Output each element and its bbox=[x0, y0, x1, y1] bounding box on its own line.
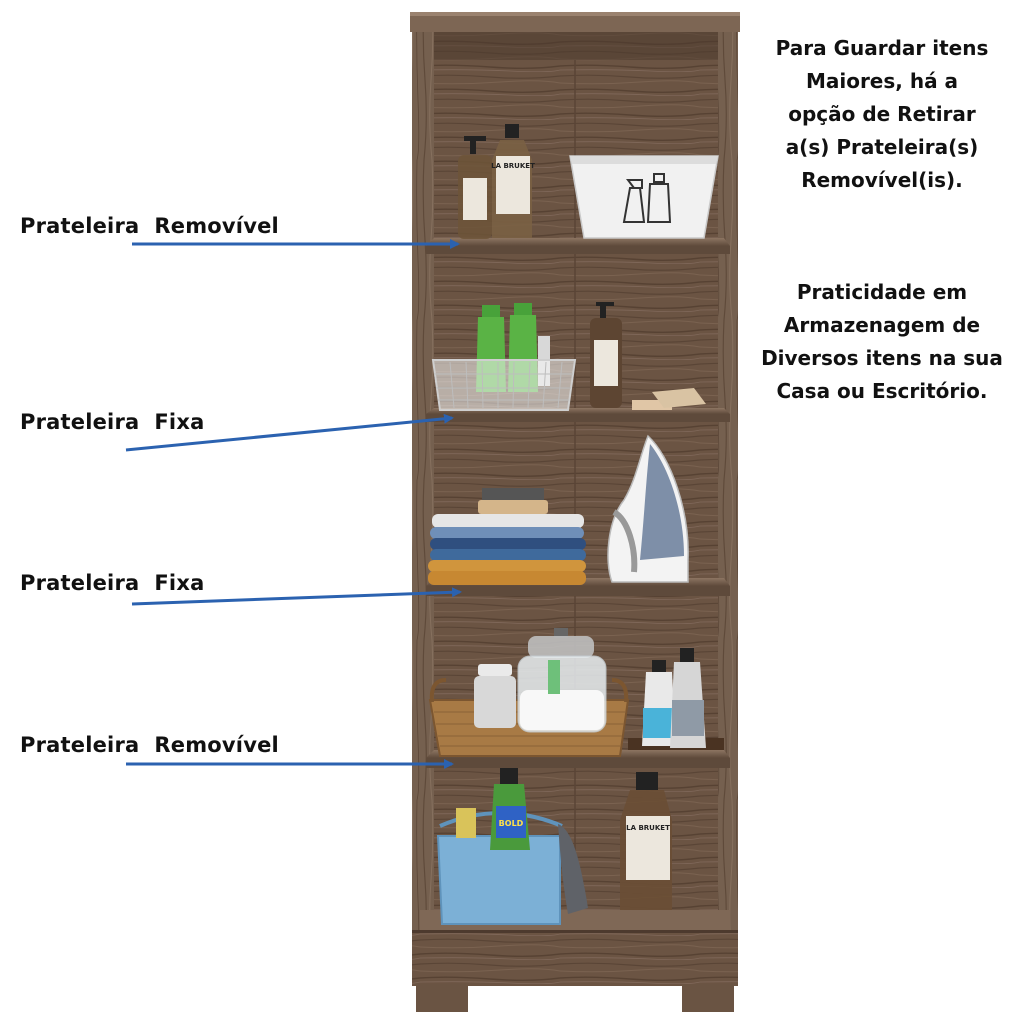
label-shelf-removable-bottom: Prateleira Removível bbox=[20, 733, 279, 757]
info-2-line-1: Praticidade em bbox=[796, 280, 968, 304]
small-jar bbox=[474, 664, 516, 728]
plinth bbox=[412, 930, 738, 986]
info-text-removable: Para Guardar itens Maiores, há a opção d… bbox=[742, 32, 1022, 197]
cleaning-cloth bbox=[558, 824, 588, 914]
blue-caddy bbox=[436, 808, 563, 925]
large-bottle-brand-text: LA BRUKET bbox=[626, 824, 670, 832]
info-1-line-5: Removível(is). bbox=[801, 168, 963, 192]
info-text-practicality: Praticidade em Armazenagem de Diversos i… bbox=[742, 276, 1022, 408]
tall-bottle: LA BRUKET bbox=[491, 124, 535, 238]
arrow-shelf-fixed-upper bbox=[125, 413, 454, 452]
spray-bottle-icon bbox=[622, 179, 646, 223]
label-shelf-removable-top: Prateleira Removível bbox=[20, 214, 279, 238]
top-inner-shadow bbox=[432, 30, 724, 60]
wire-basket bbox=[431, 359, 577, 411]
shelf-1 bbox=[426, 238, 730, 254]
shelf-3-items bbox=[428, 434, 689, 585]
label-shelf-fixed-lower: Prateleira Fixa bbox=[20, 571, 205, 595]
info-2-line-4: Casa ou Escritório. bbox=[776, 379, 988, 403]
folded-towels bbox=[428, 514, 586, 585]
info-1-line-3: opção de Retirar bbox=[788, 102, 976, 126]
right-side-panel bbox=[718, 14, 738, 986]
top-panel-edge bbox=[410, 12, 740, 16]
cleaning-bottles bbox=[642, 648, 706, 748]
clothes-iron bbox=[607, 434, 689, 583]
bottle-brand-text: LA BRUKET bbox=[491, 162, 535, 170]
shelf-2-items bbox=[431, 302, 706, 411]
info-1-line-2: Maiores, há a bbox=[805, 69, 959, 93]
soap-bars bbox=[632, 388, 706, 410]
pump-bottle bbox=[458, 136, 492, 239]
detergent-bottle: BOLD bbox=[490, 768, 530, 850]
glass-jar bbox=[517, 628, 607, 733]
plinth-edge bbox=[412, 930, 738, 933]
arrow-shelf-fixed-lower bbox=[131, 587, 462, 606]
detergent-brand-text: BOLD bbox=[499, 819, 524, 828]
info-2-line-3: Diversos itens na sua bbox=[761, 346, 1003, 370]
foot-left bbox=[416, 984, 468, 1012]
bottle-icon bbox=[646, 173, 672, 223]
info-1-line-4: a(s) Prateleira(s) bbox=[785, 135, 979, 159]
floor-items: BOLD LA BRUKET bbox=[436, 768, 672, 925]
pointer-arrows bbox=[125, 239, 462, 769]
top-panel bbox=[410, 12, 740, 32]
info-1-line-1: Para Guardar itens bbox=[775, 36, 989, 60]
large-amber-bottle: LA BRUKET bbox=[620, 772, 672, 910]
label-shelf-fixed-upper: Prateleira Fixa bbox=[20, 410, 205, 434]
shelf-4-items bbox=[428, 628, 724, 757]
scrub-brush bbox=[478, 488, 548, 514]
foot-right bbox=[682, 984, 734, 1012]
shelf-1-items: LA BRUKET bbox=[458, 124, 719, 239]
amber-pump-bottle bbox=[590, 302, 622, 408]
left-side-panel bbox=[412, 14, 434, 986]
info-2-line-2: Armazenagem de bbox=[783, 313, 981, 337]
storage-bin bbox=[569, 155, 719, 239]
